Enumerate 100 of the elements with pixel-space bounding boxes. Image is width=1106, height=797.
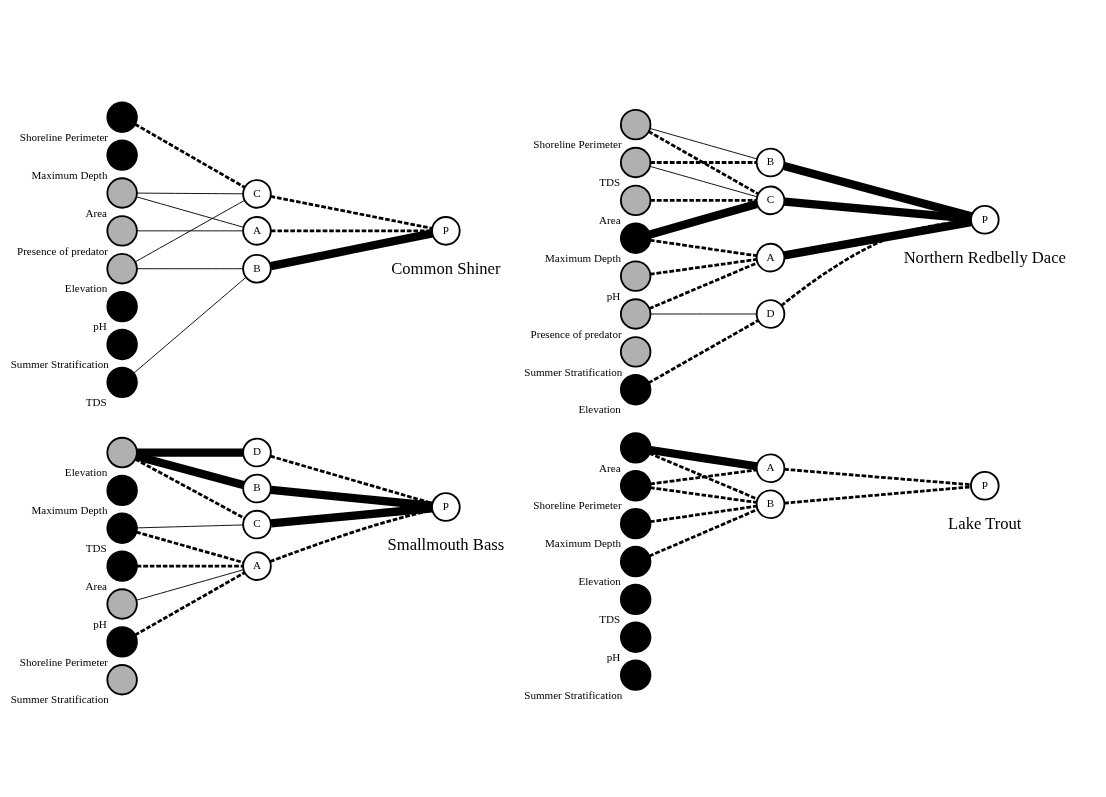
node-circle [619, 659, 652, 691]
node-label: Area [85, 206, 108, 219]
node-circle [106, 101, 138, 133]
connector [650, 468, 757, 486]
connector [650, 504, 757, 524]
connector [649, 128, 758, 160]
node-circle: C [755, 185, 786, 216]
node-circle [106, 512, 138, 544]
node-label: Summer Stratification [10, 358, 109, 371]
connector [650, 199, 757, 202]
connector [136, 524, 244, 529]
node-circle: P [431, 492, 461, 522]
node-label: TDS [85, 395, 107, 408]
node-circle [106, 366, 138, 399]
node-circle [106, 626, 138, 658]
connector [136, 268, 244, 270]
node-label: Elevation [64, 466, 108, 479]
node-circle [619, 184, 652, 217]
connector [134, 199, 246, 263]
node-label: Presence of predator [530, 327, 622, 340]
connector [648, 130, 759, 196]
connector [270, 504, 433, 528]
connector [649, 165, 758, 198]
connector [137, 448, 244, 457]
node-circle [106, 215, 138, 247]
connector [136, 230, 244, 232]
node-circle: C [242, 509, 272, 540]
node-label: pH [93, 320, 107, 333]
connector [784, 485, 971, 505]
connector [649, 261, 759, 310]
connector [136, 192, 244, 195]
connector [649, 445, 758, 471]
node-circle [619, 298, 652, 330]
connector [783, 161, 973, 221]
connector [650, 238, 757, 258]
label: Smallmouth Bass [387, 534, 505, 554]
node-circle: A [755, 242, 786, 273]
node-label: pH [606, 289, 621, 302]
node-label: Summer Stratification [524, 688, 623, 701]
node-circle [106, 177, 138, 209]
node-label: Shoreline Perimeter [533, 138, 622, 151]
connector [136, 530, 244, 564]
node-label: Maximum Depth [31, 168, 108, 181]
connector [136, 196, 244, 228]
node-label: Shoreline Perimeter [533, 499, 622, 512]
node-label: Summer Stratification [10, 693, 109, 706]
connector [270, 195, 433, 230]
connector [136, 569, 244, 601]
connector [134, 123, 246, 189]
label: Northern Redbelly Dace [903, 247, 1066, 267]
node-circle: P [970, 471, 1000, 501]
node-circle [619, 507, 652, 540]
connector [650, 486, 757, 504]
node-circle: P [431, 216, 461, 246]
node-label: Shoreline Perimeter [19, 655, 109, 668]
node-circle [619, 470, 652, 502]
node-circle [106, 588, 138, 620]
connector [780, 219, 971, 307]
node-circle [106, 139, 138, 171]
label: Lake Trout [948, 513, 1022, 533]
connector [648, 319, 759, 384]
connector [137, 564, 244, 568]
node-label: Area [85, 579, 108, 592]
node-circle [619, 146, 652, 179]
node-label: pH [93, 617, 107, 630]
connector [649, 452, 759, 501]
label: Common Shiner [391, 258, 501, 278]
connector [134, 458, 245, 520]
node-circle: A [242, 216, 272, 246]
node-circle: A [755, 453, 786, 483]
node-label: Maximum Depth [31, 504, 108, 517]
connector [650, 258, 757, 276]
node-circle [106, 253, 138, 285]
connector [134, 571, 246, 637]
node-circle [619, 222, 652, 254]
node-circle [619, 621, 652, 653]
node-circle: P [970, 205, 1000, 235]
node-circle: C [242, 179, 272, 209]
node-circle [106, 474, 138, 507]
connector [133, 277, 247, 374]
node-circle [619, 432, 652, 464]
node-label: Shoreline Perimeter [19, 130, 109, 143]
connector [784, 467, 971, 487]
node-label: Elevation [578, 575, 621, 588]
node-circle [619, 108, 652, 141]
node-circle [106, 290, 138, 323]
node-label: Area [599, 214, 621, 227]
node-circle [619, 545, 652, 578]
node-circle: B [755, 147, 786, 178]
connector [270, 485, 433, 510]
connector [650, 313, 758, 315]
node-label: Maximum Depth [545, 251, 622, 264]
node-circle: D [242, 437, 272, 468]
node-label: TDS [599, 613, 621, 626]
connector [650, 161, 757, 164]
node-circle [619, 583, 652, 616]
node-circle: B [242, 253, 272, 284]
node-label: Area [599, 461, 621, 474]
connector [271, 229, 432, 233]
connector [648, 200, 758, 239]
